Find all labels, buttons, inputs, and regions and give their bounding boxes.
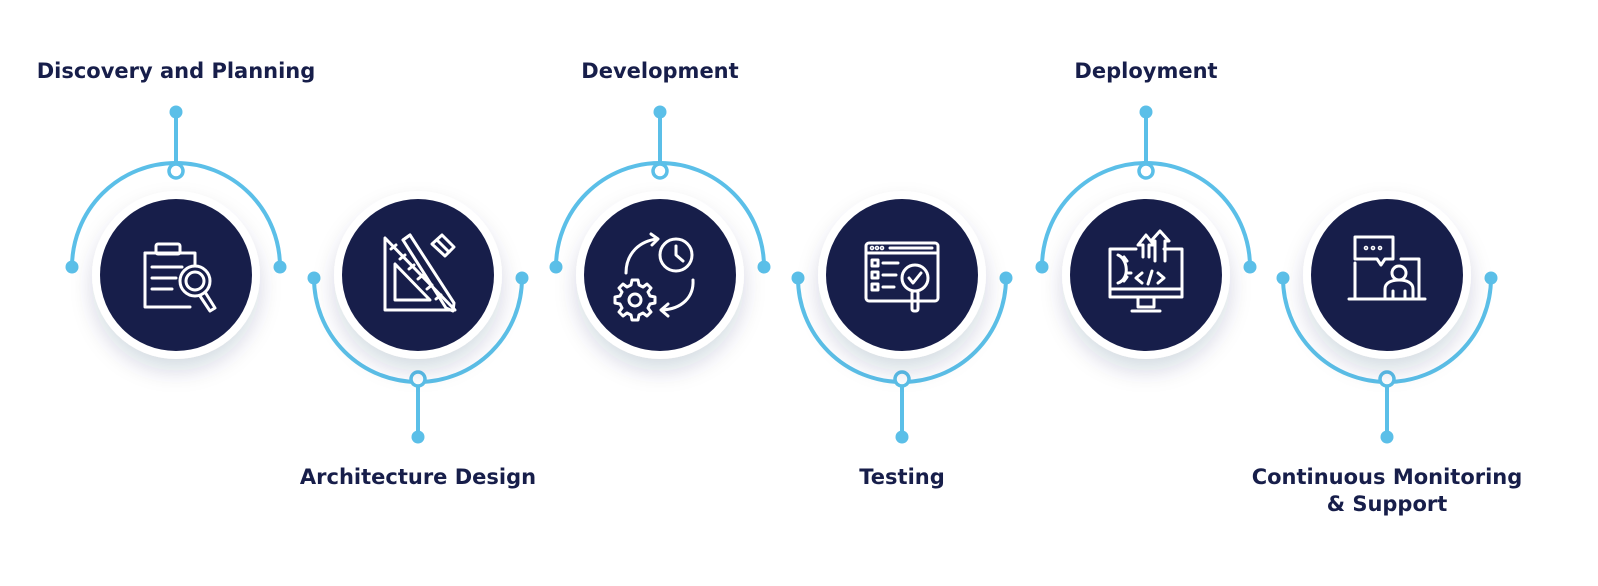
arc-node <box>1378 370 1396 388</box>
arc-node <box>167 162 185 180</box>
step-label-line: Deployment <box>1074 59 1218 83</box>
step-label-line: Architecture Design <box>299 465 537 489</box>
step-circle <box>1070 199 1222 351</box>
arc-node <box>1137 162 1155 180</box>
step-label: Development <box>510 58 810 85</box>
step-5 <box>1035 105 1257 359</box>
step-label-line: Testing <box>859 465 945 489</box>
stem-end-dot <box>653 105 667 119</box>
step-label: Testing <box>752 464 1052 491</box>
step-label: Deployment <box>996 58 1296 85</box>
step-4 <box>791 191 1013 444</box>
step-label-line: & Support <box>1326 492 1448 516</box>
arc-node <box>651 162 669 180</box>
step-circle <box>584 199 736 351</box>
arc-end-dot <box>549 260 563 274</box>
arc-end-dot <box>757 260 771 274</box>
step-label-line: Continuous Monitoring <box>1251 465 1523 489</box>
step-label-line: Development <box>581 59 739 83</box>
step-label: Continuous Monitoring & Support <box>1237 464 1537 518</box>
arc-end-dot <box>1243 260 1257 274</box>
step-label: Discovery and Planning <box>26 58 326 85</box>
arc-end-dot <box>791 271 805 285</box>
arc-end-dot <box>999 271 1013 285</box>
step-label: Architecture Design <box>268 464 568 491</box>
arc-node <box>409 370 427 388</box>
arc-end-dot <box>1484 271 1498 285</box>
step-circle <box>1311 199 1463 351</box>
arc-end-dot <box>1035 260 1049 274</box>
arc-end-dot <box>273 260 287 274</box>
step-1 <box>65 105 287 359</box>
step-3 <box>549 105 771 359</box>
step-6 <box>1276 191 1498 444</box>
stem-end-dot <box>895 430 909 444</box>
arc-end-dot <box>65 260 79 274</box>
step-circle <box>342 199 494 351</box>
step-label-line: Discovery and Planning <box>36 59 316 83</box>
arc-end-dot <box>1276 271 1290 285</box>
stem-end-dot <box>169 105 183 119</box>
arc-end-dot <box>307 271 321 285</box>
stem-end-dot <box>1139 105 1153 119</box>
arc-node <box>893 370 911 388</box>
step-2 <box>307 191 529 444</box>
stem-end-dot <box>411 430 425 444</box>
stem-end-dot <box>1380 430 1394 444</box>
arc-end-dot <box>515 271 529 285</box>
step-circle <box>100 199 252 351</box>
browser-checklist-magnifier-icon <box>864 241 940 313</box>
